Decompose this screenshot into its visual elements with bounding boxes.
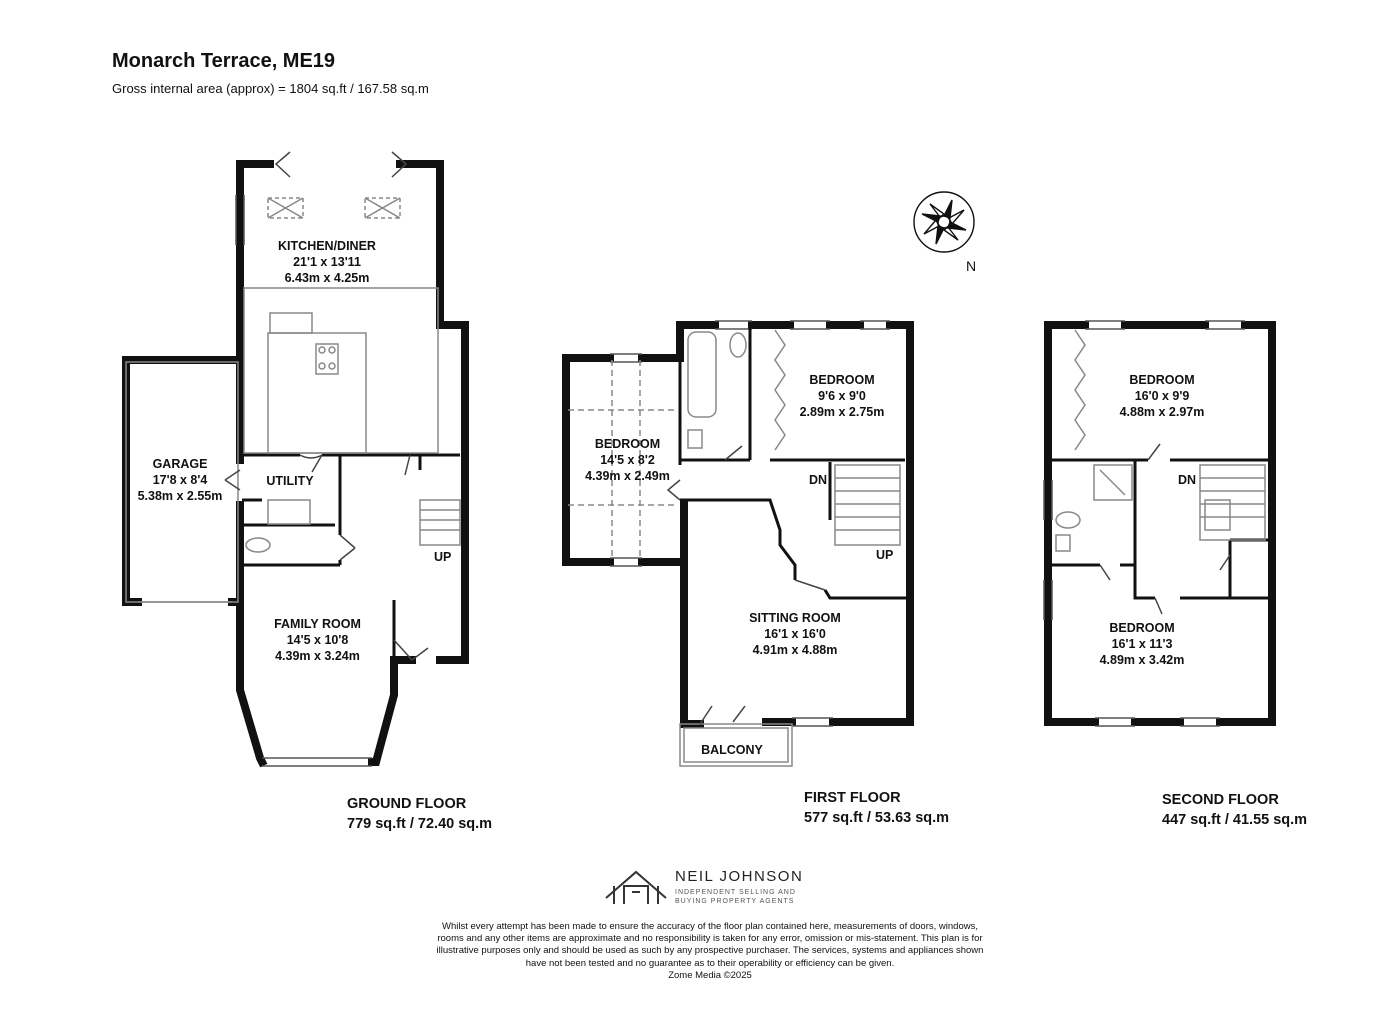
room-family-room: FAMILY ROOM 14'5 x 10'8 4.39m x 3.24m — [260, 616, 375, 664]
room-metric: 4.91m x 4.88m — [752, 643, 838, 657]
room-name: BALCONY — [701, 743, 763, 757]
room-metric: 4.89m x 3.42m — [1099, 653, 1185, 667]
room-imperial: 14'5 x 8'2 — [600, 453, 655, 467]
room-second-bedroom-1: BEDROOM 16'0 x 9'9 4.88m x 2.97m — [1110, 372, 1214, 420]
second-floor-walls — [1044, 321, 1276, 726]
brand-tagline: INDEPENDENT SELLING AND BUYING PROPERTY … — [675, 888, 805, 906]
room-metric: 4.39m x 2.49m — [585, 469, 670, 483]
floor-summary-ground: GROUND FLOOR 779 sq.ft / 72.40 sq.m — [347, 794, 492, 834]
room-imperial: 16'1 x 11'3 — [1111, 637, 1173, 651]
room-metric: 5.38m x 2.55m — [137, 489, 223, 503]
disclaimer: Whilst every attempt has been made to en… — [430, 921, 990, 982]
floor-summary-second: SECOND FLOOR 447 sq.ft / 41.55 sq.m — [1162, 790, 1307, 830]
room-balcony: BALCONY — [697, 742, 767, 758]
compass-icon — [913, 191, 975, 253]
room-name: BEDROOM — [1109, 621, 1175, 635]
floor-area: 447 sq.ft / 41.55 sq.m — [1162, 812, 1308, 828]
gross-area-subtitle: Gross internal area (approx) = 1804 sq.f… — [112, 81, 429, 96]
room-metric: 6.43m x 4.25m — [284, 271, 370, 285]
room-first-bedroom-1: BEDROOM 14'5 x 8'2 4.39m x 2.49m — [580, 436, 675, 484]
room-metric: 4.88m x 2.97m — [1119, 405, 1205, 419]
page-title: Monarch Terrace, ME19 — [112, 50, 336, 72]
stair-up-label-ground: UP — [434, 550, 452, 564]
room-sitting-room: SITTING ROOM 16'1 x 16'0 4.91m x 4.88m — [740, 610, 850, 658]
room-name: BEDROOM — [1129, 373, 1195, 387]
room-first-bedroom-2: BEDROOM 9'6 x 9'0 2.89m x 2.75m — [790, 372, 894, 420]
brand-tagline-line-1: INDEPENDENT SELLING AND — [675, 889, 796, 896]
room-second-bedroom-2: BEDROOM 16'1 x 11'3 4.89m x 3.42m — [1090, 620, 1194, 668]
room-utility: UTILITY — [260, 473, 320, 489]
room-imperial: 17'8 x 8'4 — [152, 473, 208, 487]
first-floor-walls — [562, 321, 914, 728]
room-kitchen-diner: KITCHEN/DINER 21'1 x 13'11 6.43m x 4.25m — [272, 238, 382, 286]
room-name: FAMILY ROOM — [274, 617, 361, 631]
room-imperial: 14'5 x 10'8 — [286, 633, 349, 647]
brand-name: NEIL JOHNSON — [675, 868, 804, 885]
floor-summary-first: FIRST FLOOR 577 sq.ft / 53.63 sq.m — [804, 788, 949, 828]
room-imperial: 16'1 x 16'0 — [764, 627, 826, 641]
stair-up-label-first: UP — [876, 548, 894, 562]
room-name: SITTING ROOM — [749, 611, 841, 625]
floor-name: SECOND FLOOR — [1162, 792, 1279, 808]
disclaimer-text: Whilst every attempt has been made to en… — [436, 921, 984, 969]
floor-name: GROUND FLOOR — [347, 796, 467, 812]
floor-area: 779 sq.ft / 72.40 sq.m — [347, 816, 493, 832]
floor-name: FIRST FLOOR — [804, 790, 901, 806]
room-metric: 2.89m x 2.75m — [799, 405, 885, 419]
room-garage: GARAGE 17'8 x 8'4 5.38m x 2.55m — [132, 456, 228, 504]
room-imperial: 21'1 x 13'11 — [293, 255, 361, 269]
disclaimer-credit: Zome Media ©2025 — [668, 969, 752, 981]
room-name: UTILITY — [266, 474, 314, 488]
room-name: BEDROOM — [809, 373, 875, 387]
compass-north-label: N — [966, 258, 977, 274]
brand-tagline-line-2: BUYING PROPERTY AGENTS — [675, 898, 795, 905]
room-metric: 4.39m x 3.24m — [275, 649, 360, 663]
house-logo-icon — [605, 870, 667, 904]
room-name: BEDROOM — [594, 437, 661, 451]
stair-down-label-first: DN — [809, 473, 828, 487]
floor-area: 577 sq.ft / 53.63 sq.m — [804, 810, 950, 826]
room-name: KITCHEN/DINER — [278, 239, 376, 253]
stair-down-label-second: DN — [1178, 473, 1197, 487]
room-name: GARAGE — [152, 457, 208, 471]
room-imperial: 9'6 x 9'0 — [818, 389, 866, 403]
room-imperial: 16'0 x 9'9 — [1134, 389, 1190, 403]
